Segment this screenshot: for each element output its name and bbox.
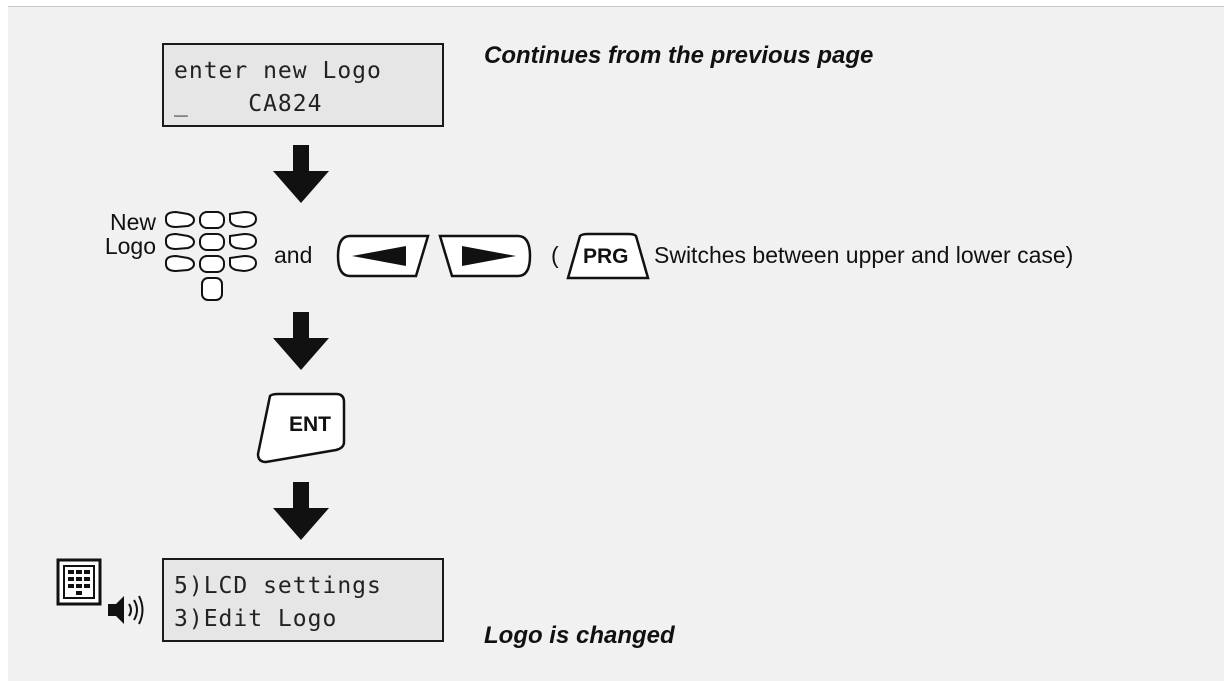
heading-logo-changed: Logo is changed <box>484 622 675 649</box>
lcd-display-top: enter new Logo _ CA824 <box>162 43 444 127</box>
lcd-bottom-line-2: 3)Edit Logo <box>174 606 338 632</box>
speaker-beep-icon <box>108 595 144 625</box>
prg-key[interactable] <box>566 232 650 280</box>
lcd-bottom-line-1: 5)LCD settings <box>174 573 382 599</box>
keypad-label-logo: Logo <box>104 233 156 259</box>
lcd-top-line-2: _ CA824 <box>174 91 323 117</box>
keypad-label: New Logo <box>96 210 156 258</box>
ent-key-label: ENT <box>289 413 331 436</box>
arrow-down-icon <box>273 312 329 370</box>
ent-key[interactable] <box>256 392 346 464</box>
arrow-down-icon <box>273 482 329 540</box>
keypad-icon[interactable] <box>162 210 262 306</box>
right-arrow-key-icon[interactable] <box>436 234 532 278</box>
lcd-display-bottom: 5)LCD settings 3)Edit Logo <box>162 558 444 642</box>
prg-key-label: PRG <box>583 245 629 268</box>
and-label: and <box>274 242 313 268</box>
menu-keypad-icon <box>56 558 102 606</box>
prg-note-open-paren: ( <box>551 242 559 268</box>
heading-continues: Continues from the previous page <box>484 42 874 69</box>
arrow-down-icon <box>273 145 329 203</box>
prg-note-text: Switches between upper and lower case) <box>654 242 1074 268</box>
keypad-label-new: New <box>109 209 156 235</box>
left-arrow-key-icon[interactable] <box>336 234 432 278</box>
lcd-top-line-1: enter new Logo <box>174 58 382 84</box>
